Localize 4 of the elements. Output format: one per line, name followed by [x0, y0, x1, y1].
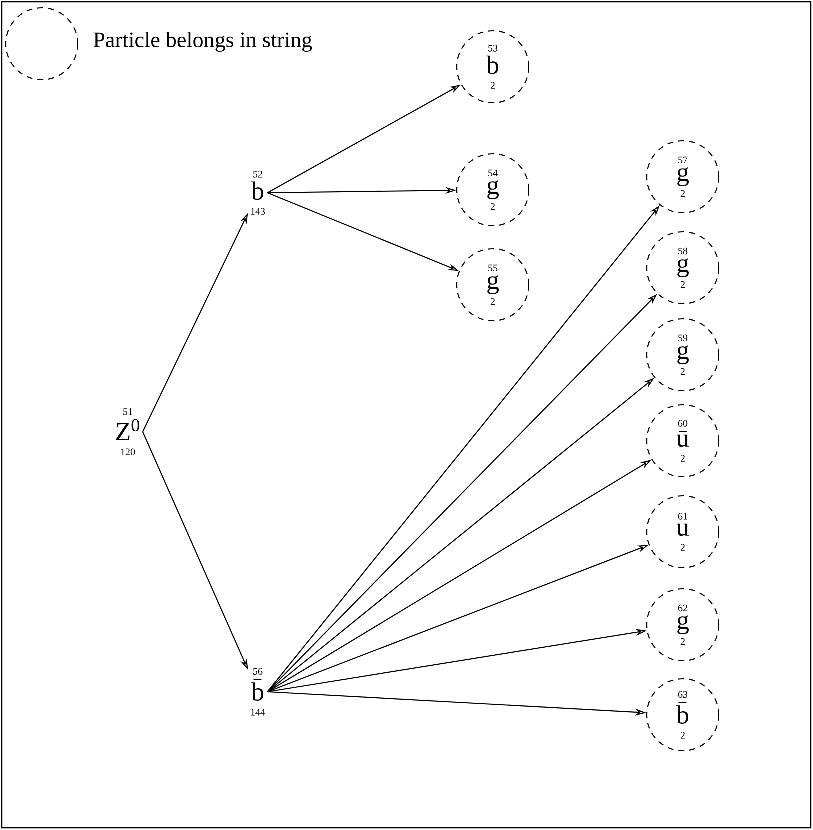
particle-label: 56 b̄ 144: [251, 668, 266, 716]
particle-label: 51 Z$^{0}$ 120: [116, 408, 140, 456]
particle-label: 52 b 143: [251, 171, 266, 215]
legend-item: Particle belongs in string: [5, 7, 312, 81]
